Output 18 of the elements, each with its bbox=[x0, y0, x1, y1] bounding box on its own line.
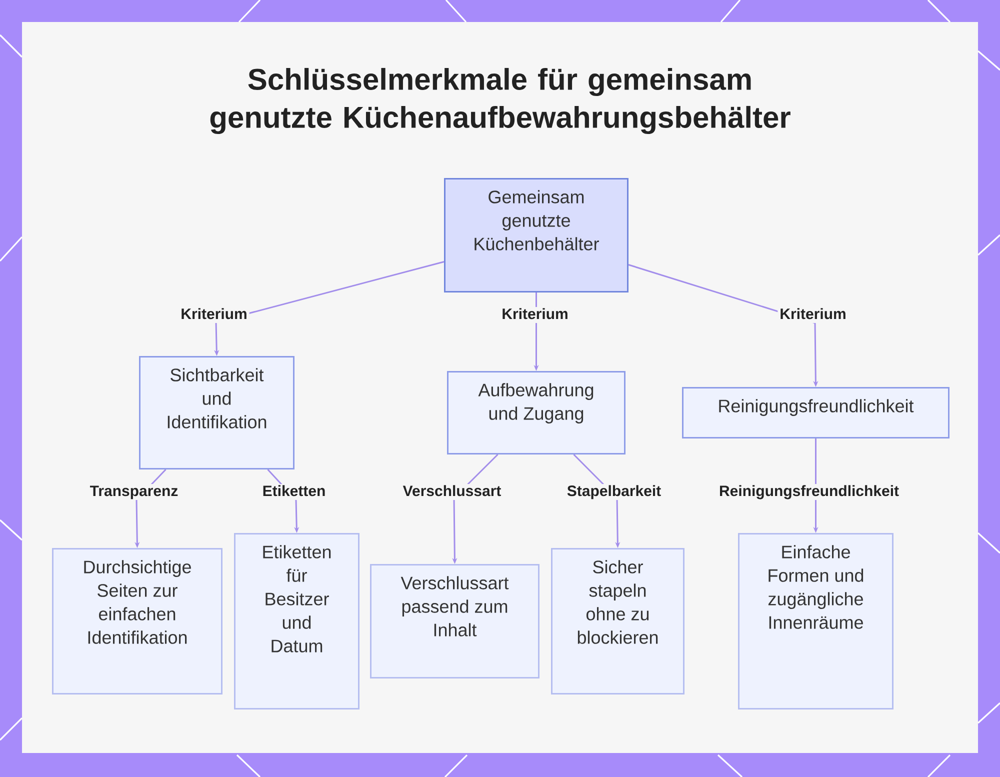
edge-label: Kriterium bbox=[778, 307, 848, 323]
edge-label: Etiketten bbox=[260, 484, 328, 500]
detail-box: Sicher stapeln ohne zu blockieren bbox=[551, 548, 684, 694]
category-box: Sichtbarkeit und Identifikation bbox=[139, 356, 294, 470]
edge-label: Kriterium bbox=[500, 307, 570, 323]
title: Schlüsselmerkmale für gemeinsam genutzte Küchenaufbewahrungsbehälter bbox=[210, 68, 790, 134]
edge-label: Kriterium bbox=[178, 307, 250, 323]
detail-box: Durchsichtige Seiten zur einfachen Identifikation bbox=[52, 548, 222, 694]
detail-box: Verschlussart passend zum Inhalt bbox=[370, 564, 540, 678]
detail-box: Etiketten für Besitzer und Datum bbox=[234, 533, 360, 710]
category-box: Aufbewahrung und Zugang bbox=[447, 371, 626, 454]
edge-label: Transparenz bbox=[88, 484, 180, 500]
topic-box: Gemeinsam genutzte Küchenbehälter bbox=[444, 178, 628, 292]
category-box: Reinigungsfreundlichkeit bbox=[682, 387, 950, 438]
edge-label: Stapelbarkeit bbox=[564, 484, 664, 500]
detail-box: Einfache Formen und zugängliche Innenräume bbox=[738, 533, 894, 710]
edge-label: Verschlussart bbox=[400, 484, 504, 500]
edge-label: Reinigungsfreundlichkeit bbox=[717, 484, 902, 500]
